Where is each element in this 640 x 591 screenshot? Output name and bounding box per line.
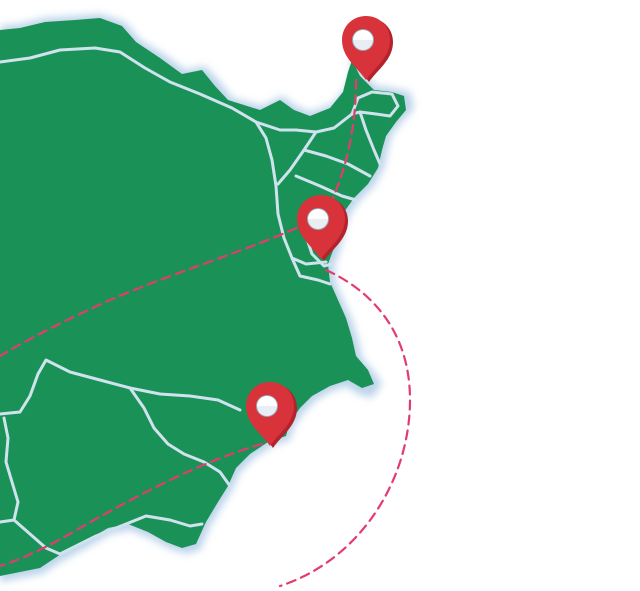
location-pins [246,16,393,448]
map-pin-icon [297,195,348,261]
route-lines [0,78,412,588]
location-pin-south[interactable] [246,382,297,448]
map-pin-icon [246,382,297,448]
region-borders [0,46,400,556]
route-north-to-middle [328,78,358,207]
map-pin-icon [342,16,393,82]
location-pin-middle[interactable] [297,195,348,261]
route-middle-offshore-loop [278,268,412,588]
location-pin-north[interactable] [342,16,393,82]
land-region [0,18,406,576]
route-south-to-southwest [0,442,264,568]
